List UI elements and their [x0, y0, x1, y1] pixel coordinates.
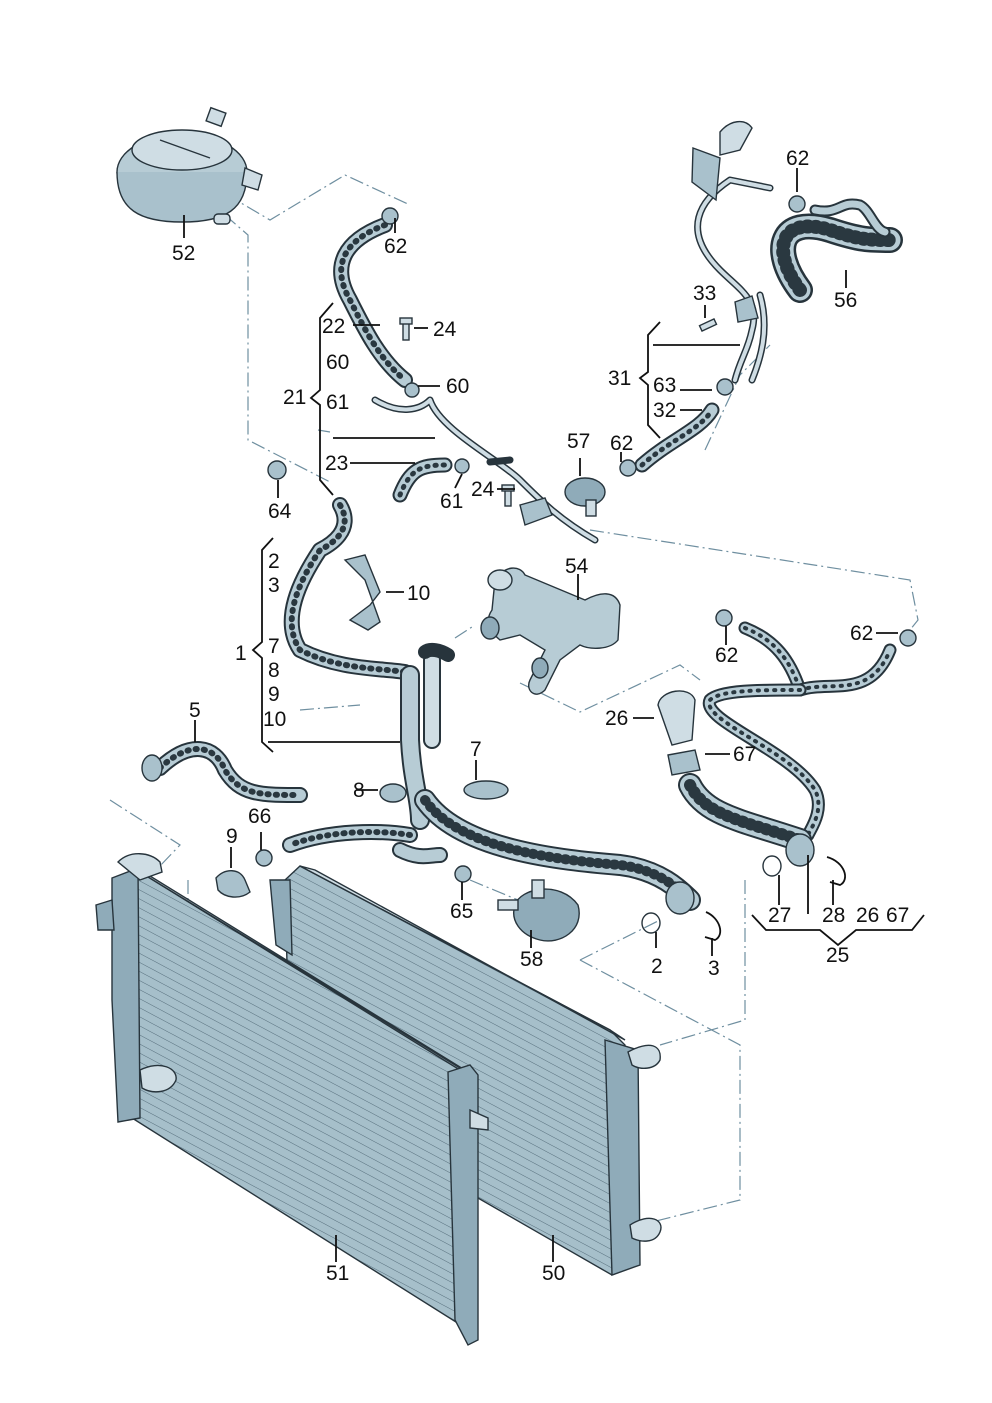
label-7: 7: [470, 738, 482, 761]
clamp-66: [255, 849, 273, 867]
label-3: 3: [708, 957, 720, 980]
label-67: 67: [733, 743, 756, 766]
label-60-top: 60: [326, 351, 349, 374]
metal-pipes: [371, 121, 774, 544]
clamp-63: [716, 378, 734, 396]
label-52: 52: [172, 242, 195, 265]
expansion-tank-52: [116, 106, 263, 225]
label-24-b: 24: [471, 478, 495, 501]
label-50: 50: [542, 1262, 565, 1285]
label-62-e: 62: [850, 622, 873, 645]
label-3-top: 3: [268, 574, 280, 597]
holder-10: [343, 554, 381, 631]
label-24-a: 24: [433, 318, 457, 341]
small-parts: [141, 195, 917, 942]
label-61-top: 61: [326, 391, 349, 414]
elbow-26: [657, 690, 696, 746]
clip-7: [463, 780, 509, 800]
clamp-62a: [381, 207, 399, 225]
label-23: 23: [325, 452, 348, 475]
label-61-b: 61: [440, 490, 463, 513]
aux-pump-58: [497, 879, 580, 942]
label-62-d: 62: [715, 644, 738, 667]
label-26: 26: [605, 707, 628, 730]
label-2-top: 2: [268, 550, 280, 573]
label-54: 54: [565, 555, 589, 578]
label-31: 31: [608, 367, 631, 390]
clip-8: [379, 783, 407, 803]
label-67-group: 67: [886, 904, 909, 927]
clamp-62b: [619, 459, 637, 477]
sensor-57: [564, 477, 606, 507]
label-58: 58: [520, 948, 543, 971]
hoses: [152, 198, 903, 911]
clip-3: [704, 911, 722, 941]
label-33: 33: [693, 282, 716, 305]
label-2: 2: [651, 955, 663, 978]
label-25: 25: [826, 944, 849, 967]
label-1: 1: [235, 642, 247, 665]
label-32: 32: [653, 399, 676, 422]
label-7-top: 7: [268, 635, 280, 658]
label-9-top: 9: [268, 683, 280, 706]
label-63: 63: [653, 374, 676, 397]
clamp-62c: [788, 195, 806, 213]
label-21: 21: [283, 386, 306, 409]
label-8-top: 8: [268, 659, 280, 682]
clamp-61: [454, 458, 470, 474]
clamp-62e: [899, 629, 917, 647]
label-62-a: 62: [384, 235, 407, 258]
label-28: 28: [822, 904, 845, 927]
label-57: 57: [567, 430, 590, 453]
clamp-60: [404, 382, 420, 398]
label-22: 22: [322, 315, 345, 338]
label-9: 9: [226, 825, 238, 848]
part-labels: 52 62 22 24 60 21 61 60 23 61 24 64 10 5…: [172, 147, 909, 1285]
label-60-b: 60: [446, 375, 469, 398]
radiator-51: [95, 853, 489, 1346]
label-51: 51: [326, 1262, 349, 1285]
clamp-64: [267, 460, 287, 480]
bolt-33: [698, 317, 718, 333]
bolt-24b: [501, 484, 515, 507]
label-66: 66: [248, 805, 271, 828]
label-62-c: 62: [786, 147, 809, 170]
label-62-b: 62: [610, 432, 633, 455]
o-ring-2: [641, 912, 661, 934]
clamp-62d: [715, 609, 733, 627]
label-56: 56: [834, 289, 857, 312]
label-64: 64: [268, 500, 292, 523]
clip-28: [826, 856, 846, 886]
label-65: 65: [450, 900, 473, 923]
bolt-24a: [399, 317, 413, 341]
label-10-group: 10: [263, 708, 286, 731]
clip-67: [667, 749, 701, 776]
label-26-group: 26: [856, 904, 879, 927]
thermostat-housing-54: [480, 567, 621, 695]
connector-9: [215, 870, 251, 898]
label-8: 8: [353, 779, 365, 802]
leader-lines: [183, 168, 925, 1262]
label-27: 27: [768, 904, 791, 927]
label-10-top: 10: [407, 582, 430, 605]
label-5: 5: [189, 699, 201, 722]
o-ring-27: [762, 855, 782, 877]
clamp-65: [454, 865, 472, 883]
